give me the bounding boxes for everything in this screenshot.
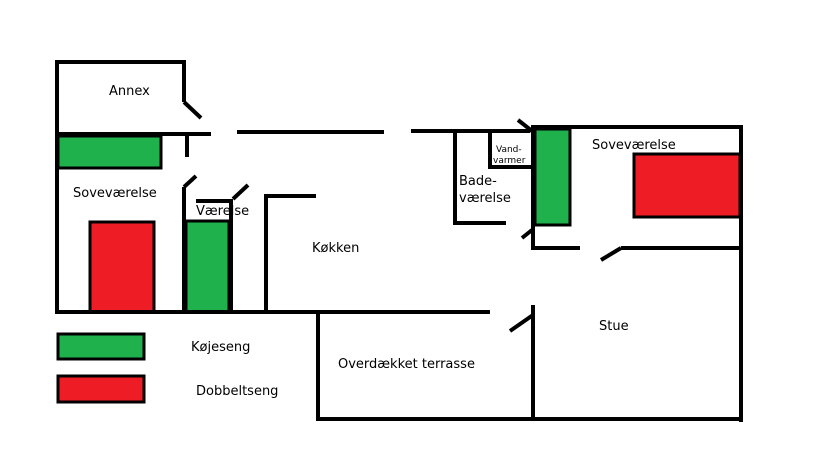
bunk-bed-annex bbox=[56, 134, 163, 170]
double-bed-left-bedroom bbox=[88, 220, 156, 314]
door-swing bbox=[599, 246, 623, 262]
legend-label-bunk-bed: Køjeseng bbox=[191, 340, 250, 355]
legend: Køjeseng Dobbeltseng bbox=[56, 332, 278, 404]
legend-swatch-bunk-bed bbox=[56, 332, 146, 361]
room-labels: Annex Soveværelse Værelse Køkken Bade- v… bbox=[73, 84, 676, 372]
room-label-sovevaerelse-left: Soveværelse bbox=[73, 186, 157, 201]
room-label-sovevaerelse-right: Soveværelse bbox=[592, 138, 676, 153]
legend-swatch-double-bed bbox=[56, 374, 146, 404]
room-label-vand-line2: varmer bbox=[493, 156, 526, 166]
door-swing bbox=[231, 183, 250, 201]
door-swing bbox=[520, 228, 534, 240]
door-swing bbox=[508, 313, 535, 333]
bunk-bed-vaerelse bbox=[184, 219, 231, 314]
room-label-stue: Stue bbox=[599, 319, 629, 334]
double-bed-right-bedroom bbox=[632, 152, 742, 219]
door-swing bbox=[182, 100, 203, 120]
door-swing bbox=[516, 118, 534, 133]
beds bbox=[56, 127, 742, 314]
door-swing bbox=[182, 174, 198, 189]
legend-label-double-bed: Dobbeltseng bbox=[196, 384, 278, 399]
room-label-bade-line2: værelse bbox=[459, 191, 511, 206]
room-label-terrasse: Overdækket terrasse bbox=[338, 357, 475, 372]
room-label-bade-line1: Bade- bbox=[459, 174, 497, 189]
room-label-koekken: Køkken bbox=[312, 241, 359, 256]
bunk-bed-right-bedroom bbox=[533, 127, 572, 227]
room-label-vand-line1: Vand- bbox=[496, 145, 522, 155]
walls bbox=[55, 60, 743, 422]
room-label-annex: Annex bbox=[109, 84, 150, 99]
room-label-vaerelse: Værelse bbox=[196, 204, 249, 219]
